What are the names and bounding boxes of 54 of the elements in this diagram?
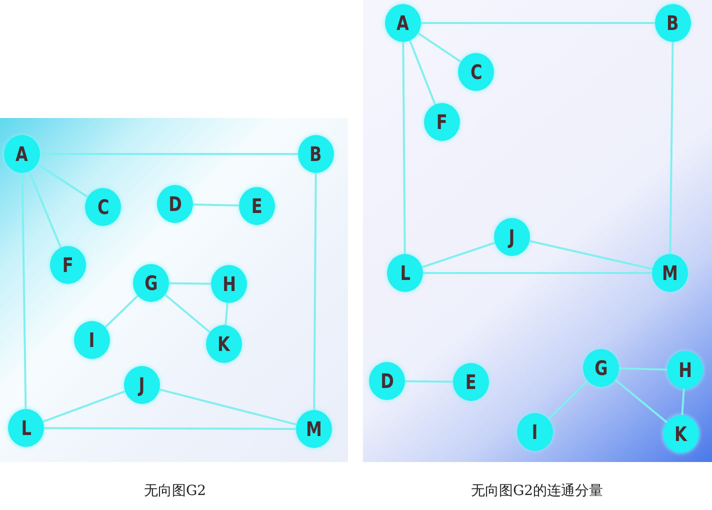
vertex-label: D — [168, 194, 182, 214]
vertex-label: H — [678, 360, 692, 380]
vertex-label: F — [436, 112, 448, 132]
vertex-label: D — [380, 371, 394, 391]
vertex-label: G — [594, 358, 608, 378]
edge-line — [614, 378, 668, 424]
edge-line — [168, 282, 212, 285]
edge-line — [224, 302, 228, 326]
vertex-label: A — [16, 144, 28, 164]
vertex-label: I — [532, 422, 538, 442]
edge-line — [36, 163, 88, 198]
vertex-label: M — [306, 419, 322, 439]
figure-caption: 无向图G2 — [144, 482, 206, 500]
vertex-label: K — [218, 334, 230, 354]
vertex-label: A — [396, 13, 410, 33]
edge-line — [42, 390, 126, 423]
edge-line — [313, 172, 317, 411]
edge-line — [159, 388, 297, 426]
edge-line — [423, 272, 652, 274]
edge-line — [28, 170, 62, 249]
edge-line — [192, 203, 240, 207]
vertex-label: E — [466, 372, 476, 392]
vertex-label: H — [222, 274, 236, 294]
vertex-label: B — [310, 144, 322, 164]
edge-line — [404, 380, 454, 383]
edge-line — [402, 41, 406, 255]
vertex-label: B — [666, 13, 680, 33]
edge-line — [618, 367, 668, 371]
edge-line — [681, 388, 685, 416]
edge-line — [669, 40, 674, 256]
vertex-label: K — [674, 424, 688, 444]
vertex-label: J — [139, 375, 145, 395]
vertex-label: C — [97, 197, 109, 217]
vertex-label: L — [20, 418, 32, 438]
edge-line — [44, 427, 296, 430]
edge-line — [21, 172, 27, 410]
vertex-label: E — [252, 196, 262, 216]
vertex-label: L — [400, 263, 410, 283]
vertex-label: G — [144, 273, 158, 293]
edge-line — [547, 380, 589, 420]
edge-line — [529, 240, 653, 270]
edge-line — [417, 32, 462, 63]
edge-line — [40, 153, 298, 155]
edge-line — [408, 39, 436, 106]
vertex-label: M — [662, 263, 678, 283]
vertex-label: J — [509, 227, 515, 247]
vertex-label: I — [89, 330, 95, 350]
edge-line — [104, 294, 139, 328]
vertex-label: C — [470, 62, 482, 82]
edge-line — [422, 242, 496, 268]
figure-caption: 无向图G2的连通分量 — [470, 482, 604, 500]
vertex-label: F — [62, 255, 74, 275]
edge-line — [421, 22, 655, 24]
edge-line — [164, 294, 211, 334]
